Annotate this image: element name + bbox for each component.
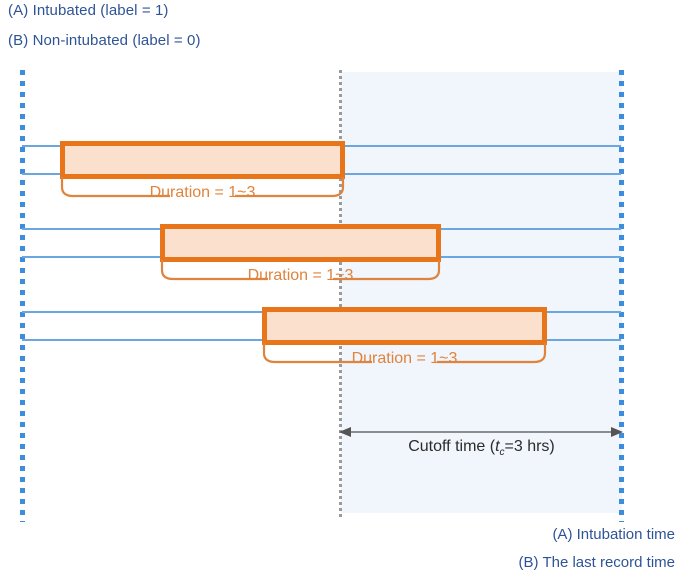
duration-brace [160, 260, 441, 284]
left-boundary-dotted-line [20, 70, 25, 522]
duration-brace [60, 177, 345, 201]
cutoff-label-symbol-sub: c [499, 447, 505, 459]
duration-brace [262, 343, 547, 367]
footer-legend-last-record-time: (B) The last record time [518, 554, 675, 571]
right-boundary-dotted-line [619, 70, 624, 522]
intubation-duration-bar [60, 141, 345, 179]
cutoff-label-suffix: =3 hrs) [504, 438, 555, 455]
duration-label: Duration = 1~3 [247, 267, 354, 284]
header-legend-intubated: (A) Intubated (label = 1) [8, 2, 169, 19]
cutoff-time-arrow [339, 421, 623, 443]
duration-label: Duration = 1~3 [351, 350, 458, 367]
footer-legend-intubation-time: (A) Intubation time [552, 526, 675, 543]
intubation-duration-bar [262, 307, 547, 345]
intubation-duration-bar [160, 224, 441, 262]
header-legend-non-intubated: (B) Non-intubated (label = 0) [8, 32, 201, 49]
cutoff-dotted-line [339, 70, 342, 517]
cutoff-label-symbol: t [495, 438, 500, 455]
cutoff-label-prefix: Cutoff time ( [408, 438, 496, 455]
cutoff-time-label: Cutoff time (tc=3 hrs) [341, 438, 622, 458]
duration-label: Duration = 1~3 [149, 184, 256, 201]
